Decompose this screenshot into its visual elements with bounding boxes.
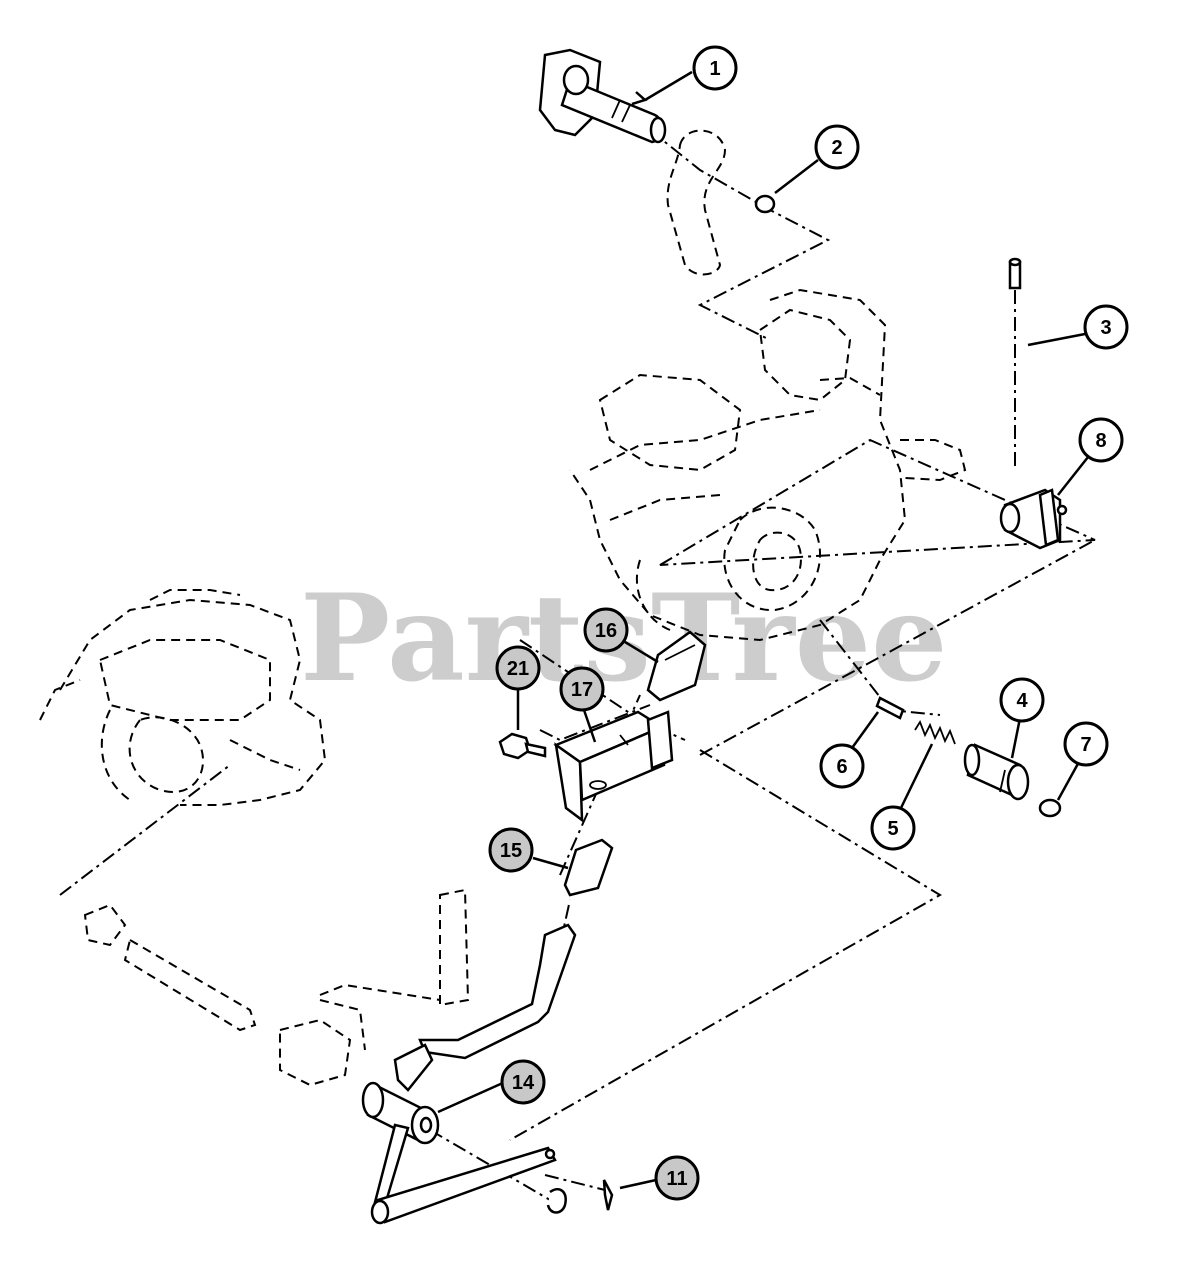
- svg-text:16: 16: [595, 620, 617, 642]
- lower-linkage-ghost: [83, 888, 470, 1087]
- svg-text:17: 17: [571, 679, 593, 701]
- engine-ghost: [39, 589, 327, 806]
- callout-1[interactable]: 1: [692, 45, 738, 91]
- svg-text:1: 1: [709, 58, 720, 80]
- part-8-yoke: [999, 488, 1068, 550]
- part-5-spring: [914, 719, 956, 745]
- callout-17[interactable]: 17: [559, 666, 605, 712]
- callout-6[interactable]: 6: [819, 743, 865, 789]
- part-17-bracket: [553, 710, 674, 823]
- part-14-pivot: [361, 1081, 557, 1225]
- svg-text:21: 21: [507, 658, 529, 680]
- svg-text:5: 5: [887, 818, 898, 840]
- svg-text:4: 4: [1016, 690, 1028, 712]
- part-2-oring: [754, 194, 776, 214]
- callout-5[interactable]: 5: [870, 805, 916, 851]
- callout-7[interactable]: 7: [1063, 721, 1109, 767]
- callout-3[interactable]: 3: [1083, 304, 1129, 350]
- part-3-pin: [1008, 257, 1022, 290]
- svg-text:3: 3: [1100, 317, 1111, 339]
- part-7-ring: [1038, 798, 1062, 818]
- svg-text:14: 14: [512, 1072, 535, 1094]
- svg-text:11: 11: [666, 1168, 687, 1190]
- callout-21[interactable]: 21: [495, 645, 541, 691]
- svg-text:15: 15: [500, 840, 522, 862]
- pedal-lever: [393, 923, 577, 1092]
- part-1-shaft: [538, 48, 667, 144]
- callout-14[interactable]: 14: [500, 1059, 546, 1105]
- svg-text:2: 2: [831, 137, 842, 159]
- part-6-pin: [875, 696, 905, 720]
- callout-8[interactable]: 8: [1078, 417, 1124, 463]
- transmission-housing-ghost: [569, 288, 967, 642]
- part-15-pad: [563, 838, 614, 897]
- callout-16[interactable]: 16: [583, 607, 629, 653]
- part-4-cylinder: [963, 743, 1030, 801]
- leader-lines: [437, 70, 1093, 1190]
- callout-2[interactable]: 2: [814, 124, 860, 170]
- callout-4[interactable]: 4: [999, 677, 1045, 723]
- arm-ghost-upper: [666, 129, 727, 276]
- callout-15[interactable]: 15: [488, 827, 534, 873]
- svg-text:6: 6: [836, 756, 847, 778]
- svg-text:8: 8: [1095, 430, 1106, 452]
- part-11-clip: [546, 1179, 614, 1214]
- part-16-pad: [646, 630, 707, 702]
- svg-text:7: 7: [1080, 734, 1091, 756]
- callout-11[interactable]: 11: [654, 1155, 700, 1201]
- part-21-bolt: [498, 732, 547, 760]
